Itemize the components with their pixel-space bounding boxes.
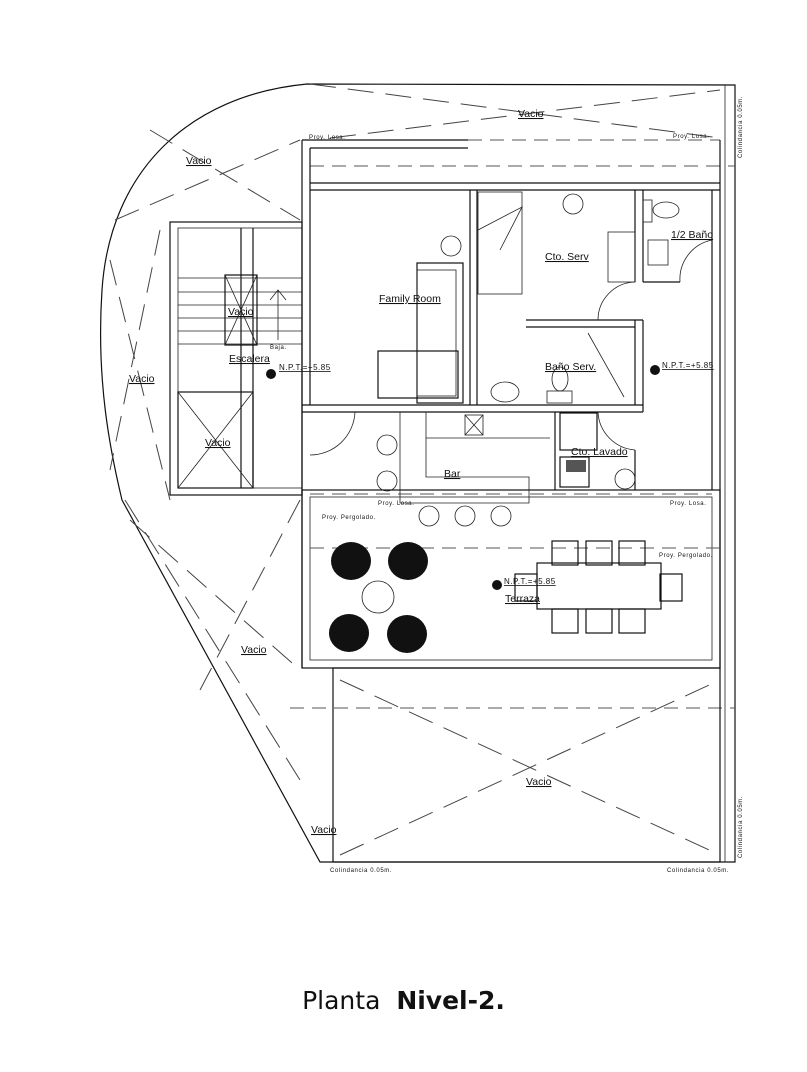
room-label-cto-serv: Cto. Serv: [545, 251, 590, 263]
baja-label: Baja.: [270, 345, 287, 351]
level-markers: [266, 365, 660, 590]
vacio-label: Vacio: [518, 108, 544, 120]
plan-title-prefix: Planta: [302, 986, 381, 1015]
floor-plan: Vacio Vacio Vacio Vacio Vacio Vacio Vaci…: [100, 83, 744, 874]
proy-losa-label: Proy. Losa.: [309, 135, 346, 141]
proy-losa-label: Proy. Losa.: [378, 501, 415, 507]
colindancia-label: Colindancia 0.05m.: [738, 796, 744, 858]
furniture: [329, 191, 683, 653]
room-label-family-room: Family Room: [379, 293, 441, 305]
lot-boundary: [100, 83, 736, 863]
colindancia-label: Colindancia 0.05m.: [667, 868, 729, 874]
colindancia-label: Colindancia 0.05m.: [738, 96, 744, 158]
proy-pergolado-label: Proy. Pergolado.: [322, 515, 376, 521]
npt-label: N.P.T.=+5.85: [504, 577, 556, 586]
room-label-medio-bano: 1/2 Baño: [671, 229, 713, 241]
vacio-label: Vacio: [205, 437, 231, 449]
room-label-bar: Bar: [444, 468, 461, 480]
vacio-label: Vacio: [311, 824, 337, 836]
npt-label: N.P.T.=+5.85: [279, 363, 331, 372]
staircase: [169, 221, 303, 496]
vacio-label: Vacio: [186, 155, 212, 167]
vacio-hatch: [109, 83, 735, 856]
plan-title: Planta Nivel-2.: [0, 986, 807, 1015]
vacio-label: Vacio: [241, 644, 267, 656]
proy-losa-label: Proy. Losa.: [673, 134, 710, 140]
room-label-escalera: Escalera: [229, 353, 270, 365]
walls: [301, 139, 721, 863]
vacio-label: Vacio: [228, 306, 254, 318]
vacio-label: Vacio: [129, 373, 155, 385]
colindancia-label: Colindancia 0.05m.: [330, 868, 392, 874]
room-label-cto-lavado: Cto. Lavado: [571, 446, 628, 458]
room-label-terraza: Terraza: [505, 593, 540, 605]
proy-losa-label: Proy. Losa.: [670, 501, 707, 507]
room-label-bano-serv: Baño Serv.: [545, 361, 596, 373]
plan-title-level: Nivel-2.: [396, 986, 505, 1015]
vacio-label: Vacio: [526, 776, 552, 788]
npt-label: N.P.T.=+5.85: [662, 361, 714, 370]
proy-pergolado-label: Proy. Pergolado.: [659, 553, 713, 559]
